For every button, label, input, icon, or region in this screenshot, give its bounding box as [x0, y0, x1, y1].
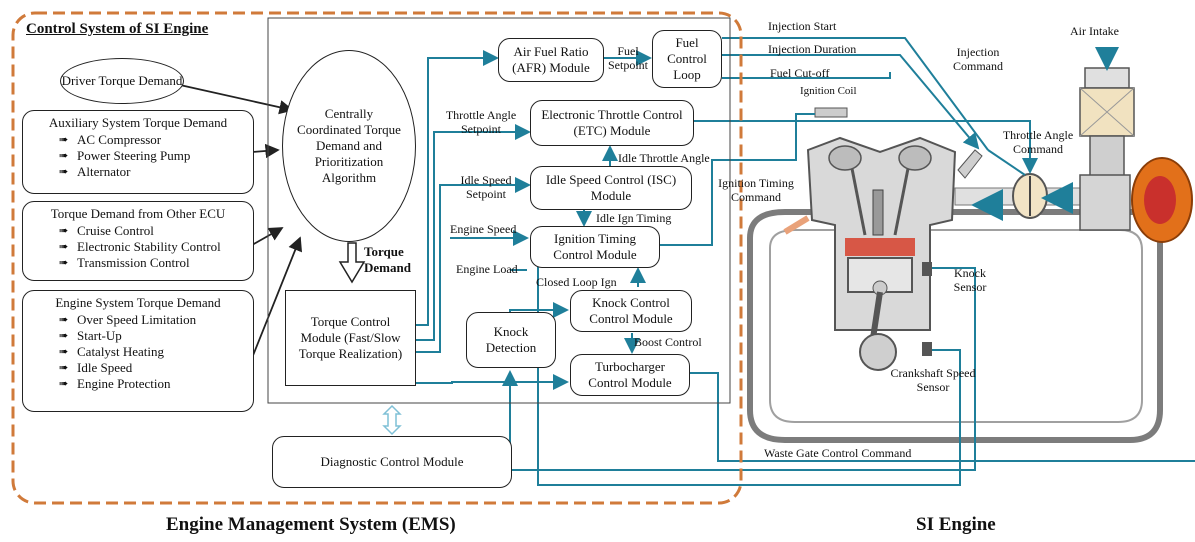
list-item: ➠AC Compressor: [59, 132, 162, 147]
fuel-control-loop: Fuel Control Loop: [652, 30, 722, 88]
waste-gate-label: Waste Gate Control Command: [764, 446, 912, 460]
list-item: ➠Cruise Control: [59, 223, 154, 238]
fuel-cutoff-label: Fuel Cut-off: [770, 66, 830, 80]
fuel-setpoint-label: Fuel Setpoint: [607, 44, 648, 72]
isc-module: Idle Speed Control (ISC) Module: [530, 166, 692, 210]
list-item: ➠Engine Protection: [59, 376, 171, 391]
closed-loop-ign-label: Closed Loop Ign: [536, 275, 617, 289]
engine-illustration: [747, 47, 1193, 443]
throttle-command-label: Throttle Angle Command: [1002, 128, 1074, 156]
engine-system-box: Engine System Torque Demand ➠Over Speed …: [22, 290, 254, 412]
turbocharger-module: Turbocharger Control Module: [570, 354, 690, 396]
auxiliary-title: Auxiliary System Torque Demand: [48, 115, 228, 130]
list-item: ➠Idle Speed: [59, 360, 133, 375]
signal-lines: [415, 37, 1195, 486]
knock-detection-node: Knock Detection: [466, 312, 556, 368]
list-item: ➠Over Speed Limitation: [59, 312, 197, 327]
bullet-arrow-icon: ➠: [59, 330, 69, 342]
knock-sensor-body: [922, 262, 932, 276]
idle-throttle-label: Idle Throttle Angle: [618, 151, 710, 165]
ignition-timing-module: Ignition Timing Control Module: [530, 226, 660, 268]
list-item: ➠Alternator: [59, 164, 131, 179]
afr-module: Air Fuel Ratio (AFR) Module: [498, 38, 604, 82]
idle-speed-setpoint-label: Idle Speed Setpoint: [460, 173, 512, 201]
list-item: ➠Transmission Control: [59, 255, 190, 270]
bullet-arrow-icon: ➠: [59, 346, 69, 358]
knock-sensor-label: Knock Sensor: [953, 266, 987, 294]
ems-footer-title: Engine Management System (EMS): [166, 514, 456, 535]
other-ecu-box: Torque Demand from Other ECU ➠Cruise Con…: [22, 201, 254, 281]
ignition-timing-command-label: Ignition Timing Command: [718, 176, 794, 204]
crankshaft-sensor-body: [922, 342, 932, 356]
combustion-chamber: [845, 238, 915, 256]
bullet-arrow-icon: ➠: [59, 378, 69, 390]
bullet-arrow-icon: ➠: [59, 362, 69, 374]
crankshaft-sensor-label: Crankshaft Speed Sensor: [890, 366, 976, 394]
crankshaft: [859, 333, 897, 371]
injection-start-label: Injection Start: [768, 19, 837, 33]
injection-command-label: Injection Command: [953, 45, 1003, 73]
bullet-arrow-icon: ➠: [59, 241, 69, 253]
torque-demand-label: Torque Demand: [364, 244, 411, 275]
black-arrows: [179, 84, 303, 359]
torque-control-module: Torque Control Module (Fast/Slow Torque …: [285, 290, 416, 386]
central-algorithm-node: Centrally Coordinated Torque Demand and …: [282, 50, 416, 242]
knock-control-module: Knock Control Control Module: [570, 290, 692, 332]
diagnostic-control-module: Diagnostic Control Module: [272, 436, 512, 488]
bullet-arrow-icon: ➠: [59, 314, 69, 326]
ems-boundary: [11, 11, 743, 505]
engine-loop-outer: [747, 209, 1163, 443]
engine-system-title: Engine System Torque Demand: [55, 295, 221, 310]
other-ecu-title: Torque Demand from Other ECU: [50, 206, 226, 221]
air-intake-label: Air Intake: [1070, 24, 1119, 38]
engine-footer-title: SI Engine: [916, 514, 996, 535]
torque-demand-arrow: [338, 242, 366, 284]
boost-control-label: Boost Control: [634, 335, 702, 349]
driver-torque-node: Driver Torque Demand: [60, 58, 184, 104]
injection-duration-label: Injection Duration: [768, 42, 857, 56]
bullet-arrow-icon: ➠: [59, 166, 69, 178]
bullet-arrow-icon: ➠: [59, 134, 69, 146]
list-item: ➠Start-Up: [59, 328, 122, 343]
bullet-arrow-icon: ➠: [59, 225, 69, 237]
engine-load-label: Engine Load: [456, 262, 518, 276]
auxiliary-demand-box: Auxiliary System Torque Demand ➠AC Compr…: [22, 110, 254, 194]
bullet-arrow-icon: ➠: [59, 257, 69, 269]
idle-ign-timing-label: Idle Ign Timing: [596, 211, 672, 225]
ignition-coil: [814, 107, 848, 118]
etc-module: Electronic Throttle Control (ETC) Module: [530, 100, 694, 146]
diagnostic-arrow: [382, 404, 402, 436]
ems-section-title: Control System of SI Engine: [26, 21, 209, 37]
bullet-arrow-icon: ➠: [59, 150, 69, 162]
list-item: ➠Catalyst Heating: [59, 344, 165, 359]
list-item: ➠Power Steering Pump: [59, 148, 191, 163]
list-item: ➠Electronic Stability Control: [59, 239, 221, 254]
ignition-coil-label: Ignition Coil: [800, 85, 857, 97]
throttle-setpoint-label: Throttle Angle Setpoint: [445, 108, 517, 136]
engine-speed-label: Engine Speed: [450, 222, 517, 236]
ems-inner-frame: [267, 17, 731, 404]
